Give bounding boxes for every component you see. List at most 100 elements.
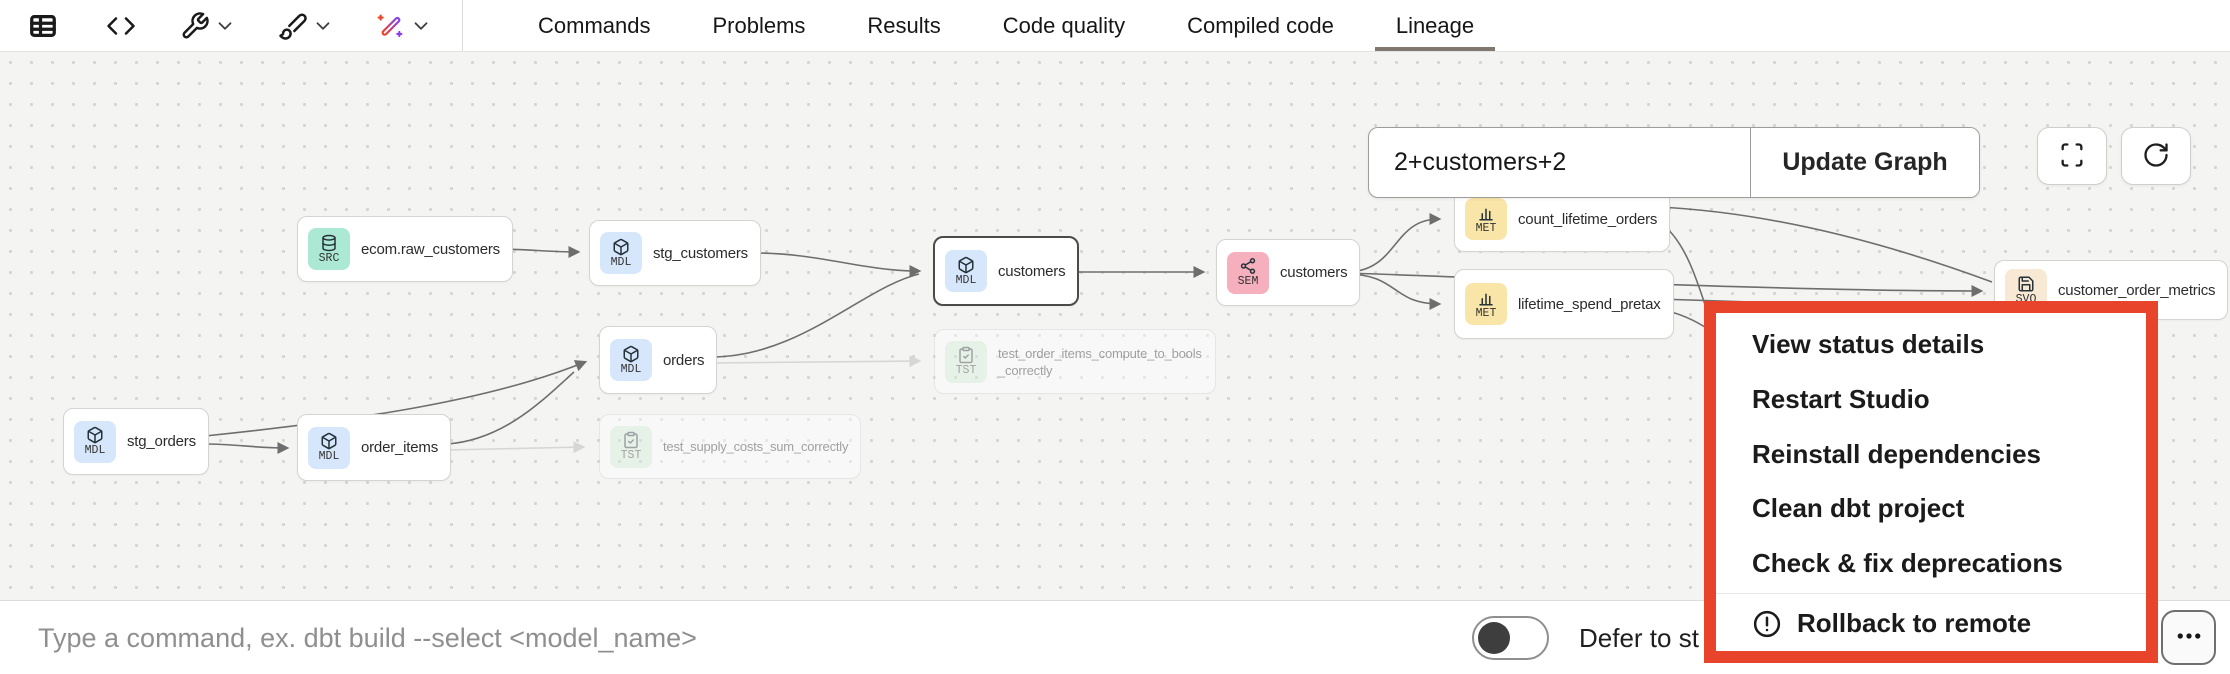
menu-item-label: Clean dbt project — [1752, 493, 1965, 524]
menu-item-view-status-details[interactable]: View status details — [1716, 317, 2146, 372]
menu-item-label: View status details — [1752, 328, 1985, 359]
lineage-filter-input[interactable] — [1369, 128, 1750, 197]
source-icon — [320, 234, 338, 252]
toolbar-divider — [462, 0, 463, 51]
menu-item-reinstall-dependencies[interactable]: Reinstall dependencies — [1716, 427, 2146, 482]
node-customers-model[interactable]: MDL customers — [933, 236, 1080, 306]
code-icon — [106, 11, 136, 41]
node-stg-customers[interactable]: MDL stg_customers — [589, 220, 761, 286]
node-ecom-raw-customers[interactable]: SRC ecom.raw_customers — [297, 216, 513, 282]
ellipsis-icon — [2174, 621, 2204, 654]
tab-compiled-code[interactable]: Compiled code — [1156, 0, 1365, 51]
menu-item-restart-studio[interactable]: Restart Studio — [1716, 372, 2146, 427]
defer-control: Defer to st — [1472, 601, 1699, 674]
menu-item-rollback-to-remote[interactable]: Rollback to remote — [1716, 596, 2146, 651]
node-orders[interactable]: MDL orders — [599, 326, 718, 394]
node-label: ecom.raw_customers — [361, 240, 500, 258]
table-button[interactable] — [24, 7, 62, 45]
model-badge: MDL — [308, 426, 350, 469]
model-badge: MDL — [945, 250, 987, 292]
tab-problems[interactable]: Problems — [681, 0, 836, 51]
node-label: count_lifetime_orders — [1518, 210, 1658, 228]
menu-item-label: Restart Studio — [1752, 383, 1930, 414]
node-customers-semantic[interactable]: SEM customers — [1216, 239, 1361, 306]
model-badge: MDL — [600, 232, 642, 274]
metric-icon — [1477, 289, 1495, 307]
node-label: order_items — [361, 439, 438, 456]
refresh-icon — [2142, 141, 2170, 172]
more-options-button[interactable] — [2161, 610, 2216, 665]
test-icon — [622, 431, 640, 449]
wrench-icon — [180, 11, 210, 41]
node-label: stg_orders — [127, 433, 196, 450]
node-label: stg_customers — [653, 244, 748, 262]
metric-icon — [1477, 204, 1495, 222]
test-icon — [957, 346, 975, 364]
chevron-down-icon — [410, 15, 432, 37]
node-test-order-items[interactable]: TST test_order_items_compute_to_bools _co… — [934, 329, 1216, 394]
refresh-graph-button[interactable] — [2121, 127, 2191, 185]
node-order-items[interactable]: MDL order_items — [297, 414, 451, 481]
node-label: customers — [1280, 264, 1348, 281]
badge-code: TST — [955, 364, 977, 377]
chevron-down-icon — [214, 15, 236, 37]
metric-badge: MET — [1465, 198, 1507, 240]
model-icon — [612, 238, 630, 256]
chevron-down-icon — [312, 15, 334, 37]
node-lifetime-spend-pretax[interactable]: MET lifetime_spend_pretax — [1454, 269, 1674, 339]
model-badge: MDL — [610, 339, 652, 381]
badge-code: MDL — [318, 450, 340, 463]
node-label: test_order_items_compute_to_bools _corre… — [998, 345, 1202, 378]
node-label: orders — [663, 351, 705, 369]
badge-code: MDL — [620, 362, 642, 376]
node-label: customers — [998, 262, 1066, 280]
tab-results[interactable]: Results — [836, 0, 971, 51]
metric-badge: MET — [1465, 283, 1507, 325]
saved-query-icon — [2017, 275, 2035, 293]
ai-assist-button[interactable] — [370, 6, 436, 46]
toolbar-icon-group — [0, 0, 462, 51]
test-badge: TST — [610, 425, 652, 468]
badge-code: MET — [1475, 221, 1497, 235]
fullscreen-button[interactable] — [2037, 127, 2107, 185]
menu-item-check-fix-deprecations[interactable]: Check & fix deprecations — [1716, 536, 2146, 591]
defer-label: Defer to st — [1579, 622, 1699, 653]
defer-toggle[interactable] — [1472, 616, 1549, 660]
menu-item-clean-dbt-project[interactable]: Clean dbt project — [1716, 481, 2146, 536]
table-icon — [28, 11, 58, 41]
toggle-knob — [1478, 622, 1510, 654]
semantic-badge: SEM — [1227, 251, 1269, 294]
menu-item-label: Reinstall dependencies — [1752, 438, 2041, 469]
tab-commands[interactable]: Commands — [507, 0, 681, 51]
code-button[interactable] — [102, 7, 140, 45]
build-button[interactable] — [176, 7, 240, 45]
node-label: lifetime_spend_pretax — [1518, 295, 1661, 313]
node-stg-orders[interactable]: MDL stg_orders — [63, 408, 209, 475]
badge-code: MDL — [84, 444, 106, 457]
source-badge: SRC — [308, 228, 350, 270]
model-icon — [86, 426, 104, 444]
fullscreen-icon — [2058, 141, 2086, 172]
tab-lineage[interactable]: Lineage — [1365, 0, 1505, 51]
node-label: customer_order_metrics — [2058, 281, 2216, 299]
semantic-icon — [1239, 257, 1257, 275]
badge-code: MET — [1475, 306, 1497, 320]
badge-code: TST — [620, 449, 642, 462]
menu-divider — [1716, 593, 2146, 595]
menu-item-label: Rollback to remote — [1797, 608, 2032, 639]
badge-code: SRC — [318, 251, 340, 265]
clean-icon — [278, 11, 308, 41]
graph-filter-bar: Update Graph — [1368, 127, 1980, 198]
badge-code: SEM — [1237, 275, 1259, 288]
command-input[interactable] — [38, 601, 1418, 674]
clean-button[interactable] — [274, 7, 338, 45]
tab-code-quality[interactable]: Code quality — [972, 0, 1156, 51]
alert-circle-icon — [1752, 609, 1782, 639]
badge-code: MDL — [610, 255, 632, 269]
update-graph-button[interactable]: Update Graph — [1750, 128, 1979, 197]
